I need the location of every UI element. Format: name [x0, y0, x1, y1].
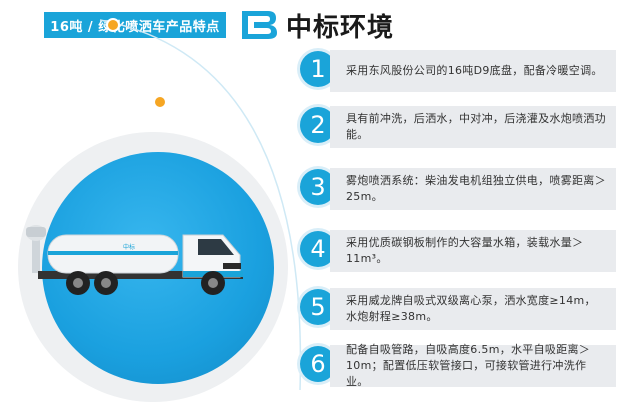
- feature-panel: 配备自吸管路，自吸高度6.5m，水平自吸距离＞10m；配置低压软管接口，可接软管…: [330, 343, 616, 388]
- feature-text: 采用威龙牌自吸式双级离心泵，洒水宽度≥14m，水炮射程≥38m。: [346, 294, 596, 323]
- feature-panel: 雾炮喷洒系统：柴油发电机组独立供电，喷雾距离＞25m。: [330, 168, 616, 210]
- svg-text:中标: 中标: [123, 243, 135, 251]
- feature-text: 具有前冲洗，后洒水，中对冲，后浇灌及水炮喷洒功能。: [346, 112, 606, 141]
- zb-logo-icon: [242, 11, 277, 39]
- brand-name: 中标环境: [286, 12, 395, 43]
- feature-item-1: 1 采用东风股份公司的16吨D9底盘，配备冷暖空调。: [300, 50, 622, 92]
- feature-panel: 具有前冲洗，后洒水，中对冲，后浇灌及水炮喷洒功能。: [330, 106, 616, 148]
- feature-item-3: 3 雾炮喷洒系统：柴油发电机组独立供电，喷雾距离＞25m。: [300, 168, 622, 210]
- water-truck-icon: 中标: [26, 225, 243, 295]
- feature-text: 采用东风股份公司的16吨D9底盘，配备冷暖空调。: [346, 64, 603, 77]
- feature-panel: 采用威龙牌自吸式双级离心泵，洒水宽度≥14m，水炮射程≥38m。: [330, 288, 616, 330]
- feature-panel: 采用东风股份公司的16吨D9底盘，配备冷暖空调。: [330, 50, 616, 92]
- feature-text: 配备自吸管路，自吸高度6.5m，水平自吸距离＞10m；配置低压软管接口，可接软管…: [346, 343, 591, 388]
- feature-item-2: 2 具有前冲洗，后洒水，中对冲，后浇灌及水炮喷洒功能。: [300, 106, 622, 148]
- feature-item-5: 5 采用威龙牌自吸式双级离心泵，洒水宽度≥14m，水炮射程≥38m。: [300, 288, 622, 330]
- brand-logo: 中标环境: [240, 8, 395, 43]
- page-title: 16吨 / 绿化喷洒车产品特点: [44, 12, 226, 38]
- feature-panel: 采用优质碳钢板制作的大容量水箱，装载水量＞11m³。: [330, 230, 616, 272]
- feature-text: 雾炮喷洒系统：柴油发电机组独立供电，喷雾距离＞25m。: [346, 174, 606, 203]
- feature-text: 采用优质碳钢板制作的大容量水箱，装载水量＞11m³。: [346, 236, 584, 265]
- feature-item-4: 4 采用优质碳钢板制作的大容量水箱，装载水量＞11m³。: [300, 230, 622, 272]
- feature-item-6: 6 配备自吸管路，自吸高度6.5m，水平自吸距离＞10m；配置低压软管接口，可接…: [300, 343, 622, 388]
